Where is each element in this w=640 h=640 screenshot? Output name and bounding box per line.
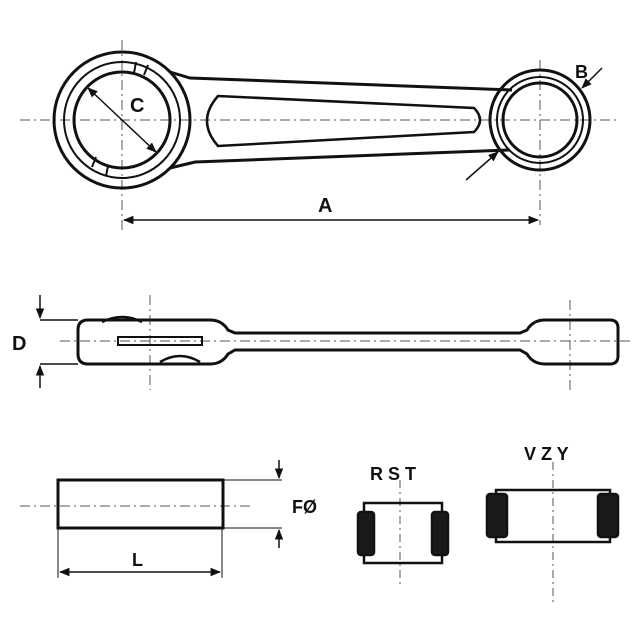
dim-b (465, 67, 603, 181)
vzy-shell-left (485, 492, 509, 539)
rst-shell-right (430, 510, 450, 557)
dim-d (35, 295, 78, 388)
side-profile (76, 318, 620, 366)
label-a: A (318, 195, 332, 217)
big-end-ring (63, 61, 181, 179)
shank-web-slot (205, 94, 482, 148)
label-f: FØ (292, 497, 317, 517)
big-end-outer (52, 50, 192, 190)
pin-body (56, 478, 225, 530)
small-end-bore (501, 81, 579, 159)
bearing-rst (356, 480, 450, 585)
side-slot (117, 336, 203, 346)
vzy-shell-right (596, 492, 620, 539)
label-rst: R S T (370, 464, 416, 484)
dim-c (87, 87, 157, 153)
shank-bottom-edge (169, 148, 511, 170)
bearing-vzy (485, 462, 620, 605)
label-vzy: V Z Y (524, 444, 569, 464)
rst-outline (362, 501, 444, 565)
big-end-notches (91, 61, 149, 177)
small-end-ring (496, 76, 584, 164)
label-b: B (575, 62, 588, 82)
rst-shell-left (356, 510, 376, 557)
label-d: D (12, 333, 26, 355)
small-end-outer (488, 68, 592, 172)
label-c: C (130, 95, 144, 117)
piston-pin (20, 460, 284, 578)
shank-top-edge (169, 70, 513, 92)
label-l: L (132, 550, 143, 570)
side-centerlines (60, 295, 630, 390)
side-oil-hole-top (101, 315, 143, 324)
rod-side-view (60, 295, 630, 390)
big-end-bore (72, 70, 172, 170)
rod-top-view (20, 40, 620, 230)
side-oil-hole-bottom (159, 354, 201, 364)
